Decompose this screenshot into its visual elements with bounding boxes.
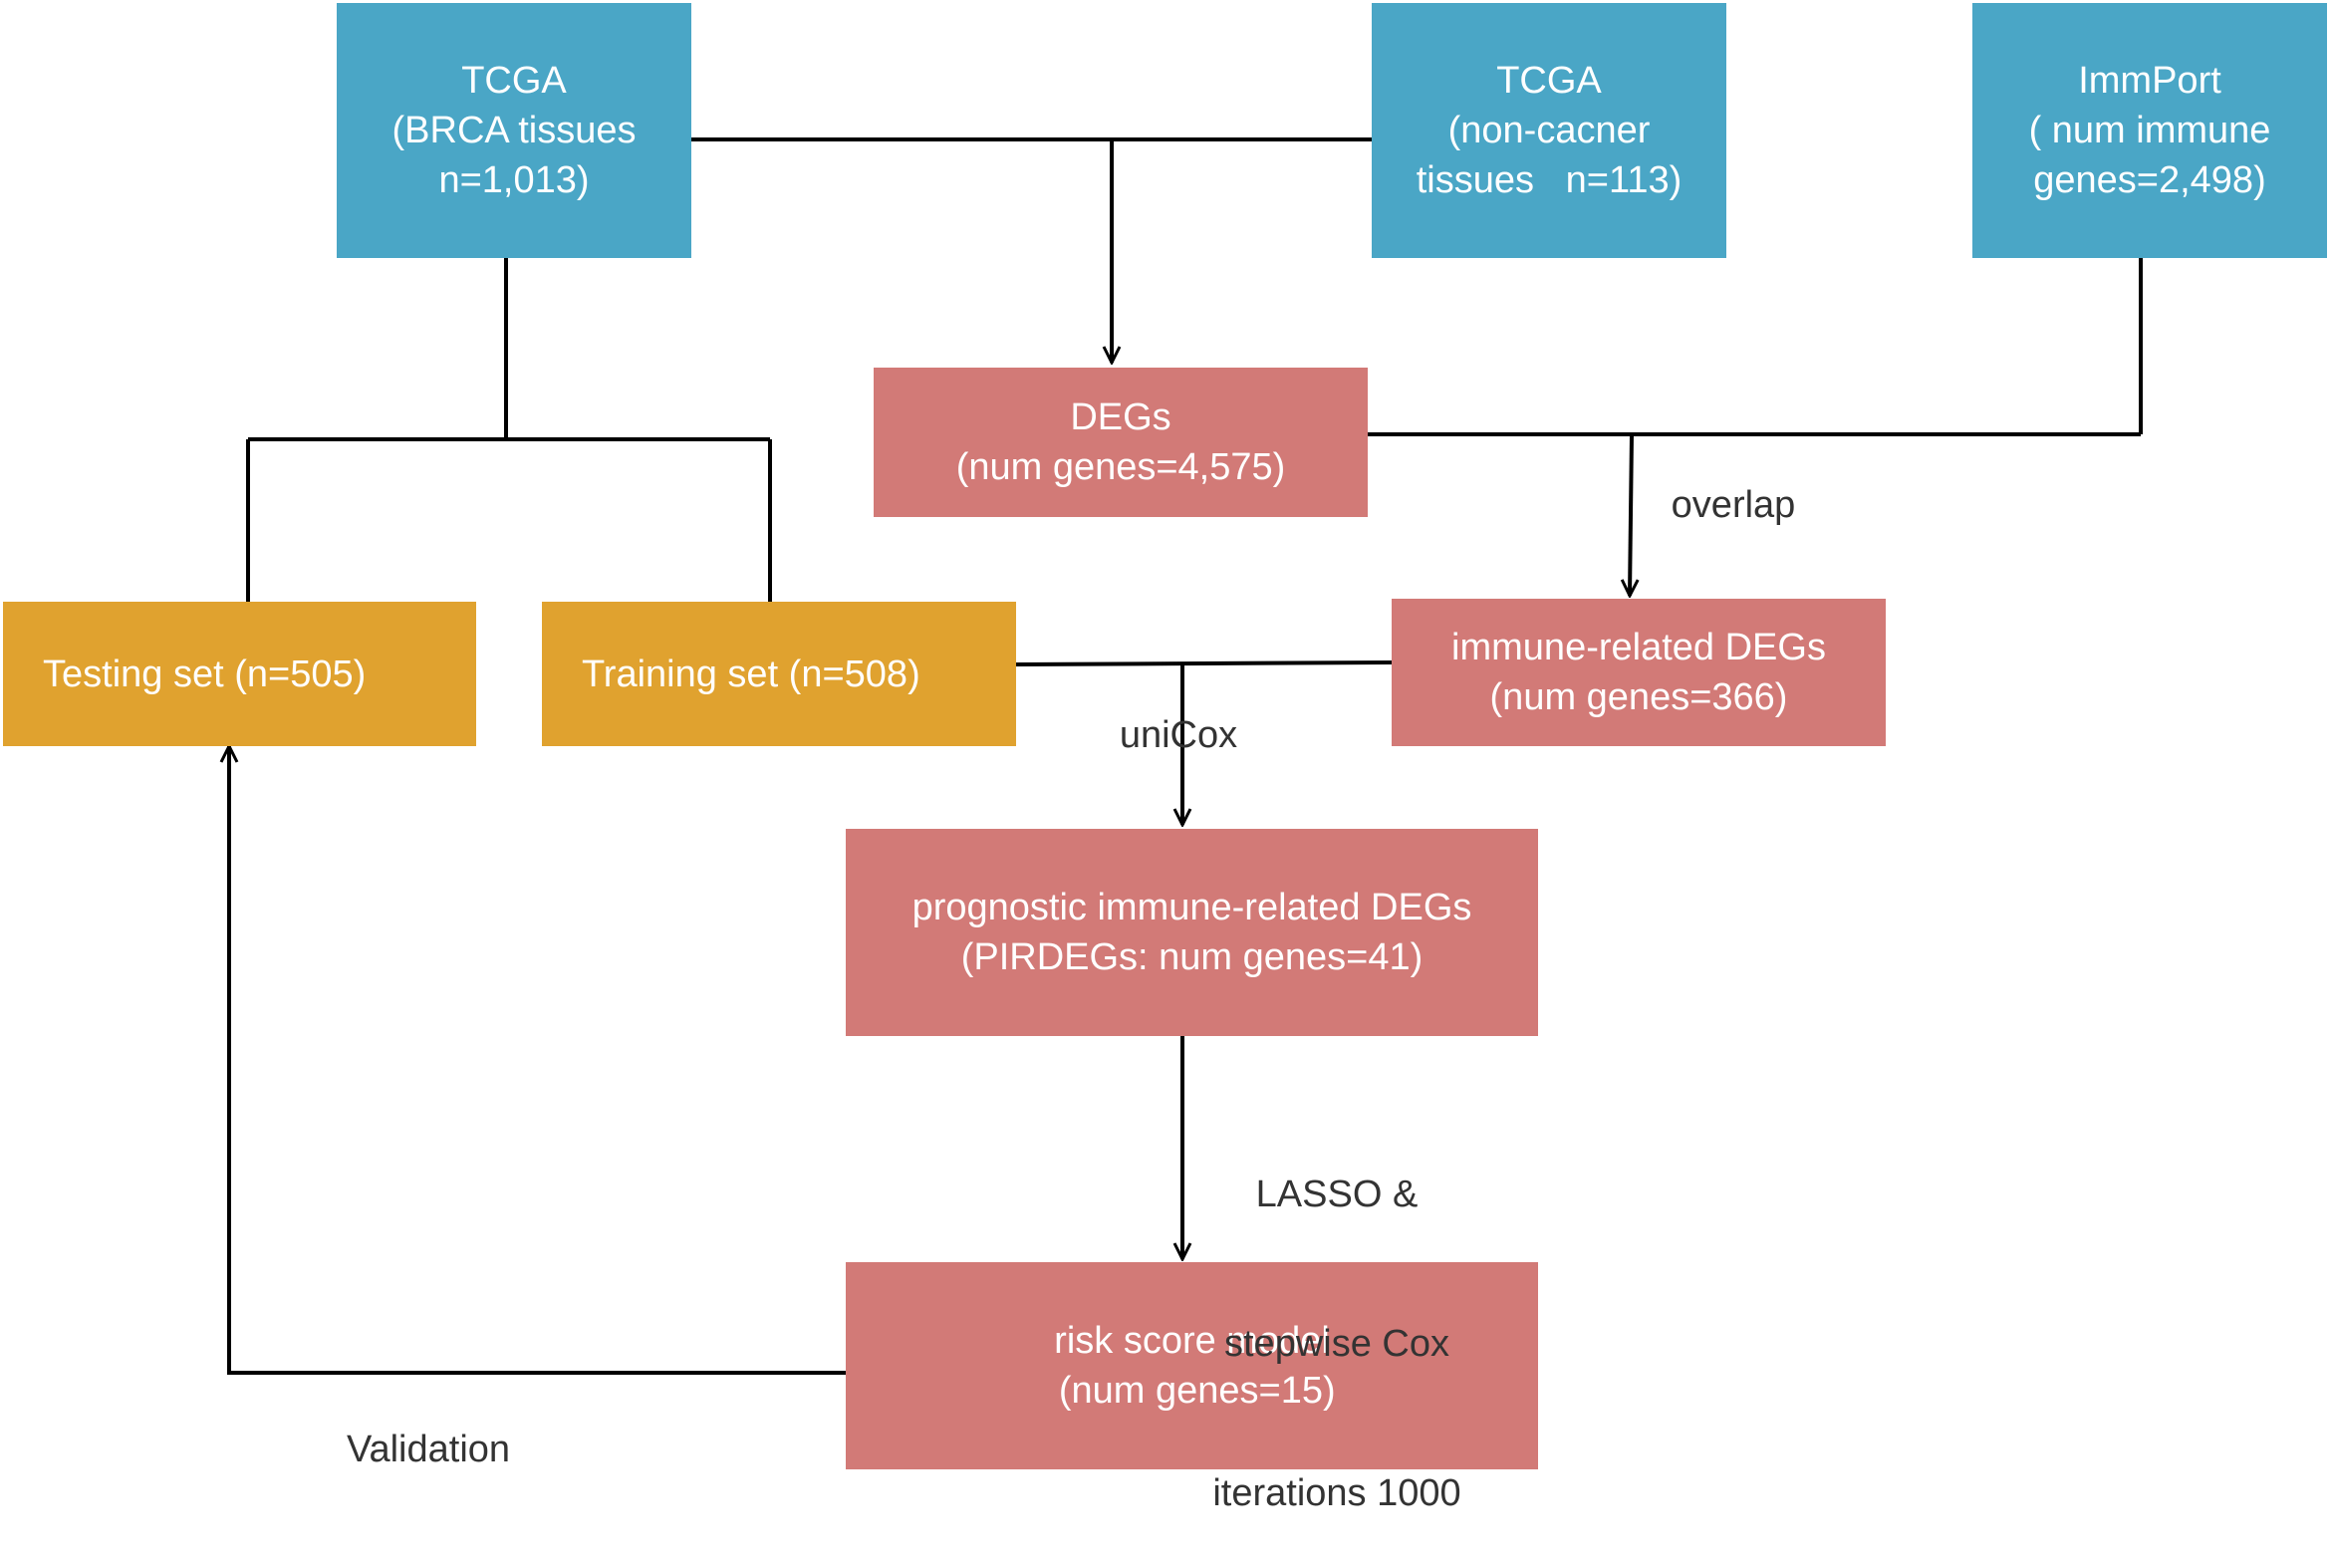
node-text: (num genes=15) [1048, 1370, 1336, 1412]
node-text: Training set (n=508) [582, 653, 920, 695]
node-text: (num genes=4,575) [955, 446, 1286, 488]
edge-label-text: iterations 1000 [1212, 1472, 1461, 1514]
node-text: genes=2,498) [2033, 159, 2266, 201]
arrow-to-immune-degs [1630, 433, 1632, 596]
edge-label-lasso: LASSO & stepwise Cox iterations 1000 [1187, 1070, 1486, 1568]
node-text: Testing set (n=505) [43, 653, 367, 695]
node-text: n=1,013) [438, 159, 590, 201]
node-text: ImmPort [2078, 60, 2221, 102]
node-text: immune-related DEGs [1451, 627, 1826, 668]
node-text: TCGA [1496, 60, 1602, 102]
node-testing-set: Testing set (n=505) [3, 602, 476, 746]
node-tcga-noncancer: TCGA (non-cacner tissues n=113) [1372, 3, 1726, 258]
node-text: risk score model [1054, 1320, 1330, 1362]
node-text: (non-cacner [1447, 110, 1651, 151]
edge-label-text: uniCox [1119, 714, 1238, 756]
node-risk-score-model: risk score model (num genes=15) [846, 1262, 1538, 1469]
edge-label-text: overlap [1671, 484, 1796, 526]
node-pirdegs: prognostic immune-related DEGs (PIRDEGs:… [846, 829, 1538, 1036]
flowchart-connectors [0, 137, 2143, 1375]
edge-label-unicox: uniCox [1079, 611, 1278, 810]
edge-label-text: Validation [346, 1429, 511, 1470]
connector-unicox [1014, 660, 1393, 666]
node-text: (BRCA tissues [391, 110, 637, 151]
node-text: DEGs [1070, 396, 1171, 438]
node-text: ( num immune [2028, 110, 2271, 151]
arrow-validation [229, 746, 846, 1375]
edge-label-validation: Validation [329, 1325, 528, 1524]
node-text: prognostic immune-related DEGs [911, 887, 1472, 928]
node-text: (num genes=366) [1489, 676, 1788, 718]
node-degs: DEGs (num genes=4,575) [874, 368, 1368, 517]
node-immune-related-degs: immune-related DEGs (num genes=366) [1392, 599, 1886, 746]
node-training-set: Training set (n=508) [542, 602, 1016, 746]
edge-label-text: LASSO & [1255, 1174, 1419, 1215]
edge-label-overlap: overlap [1634, 381, 1833, 580]
node-immport: ImmPort ( num immune genes=2,498) [1972, 3, 2327, 258]
node-tcga-brca: TCGA (BRCA tissues n=1,013) [337, 3, 691, 258]
edge-label-text: stepwise Cox [1224, 1323, 1449, 1365]
node-text: tissues n=113) [1416, 159, 1683, 201]
node-text: (PIRDEGs: num genes=41) [960, 936, 1424, 978]
node-text: TCGA [461, 60, 567, 102]
